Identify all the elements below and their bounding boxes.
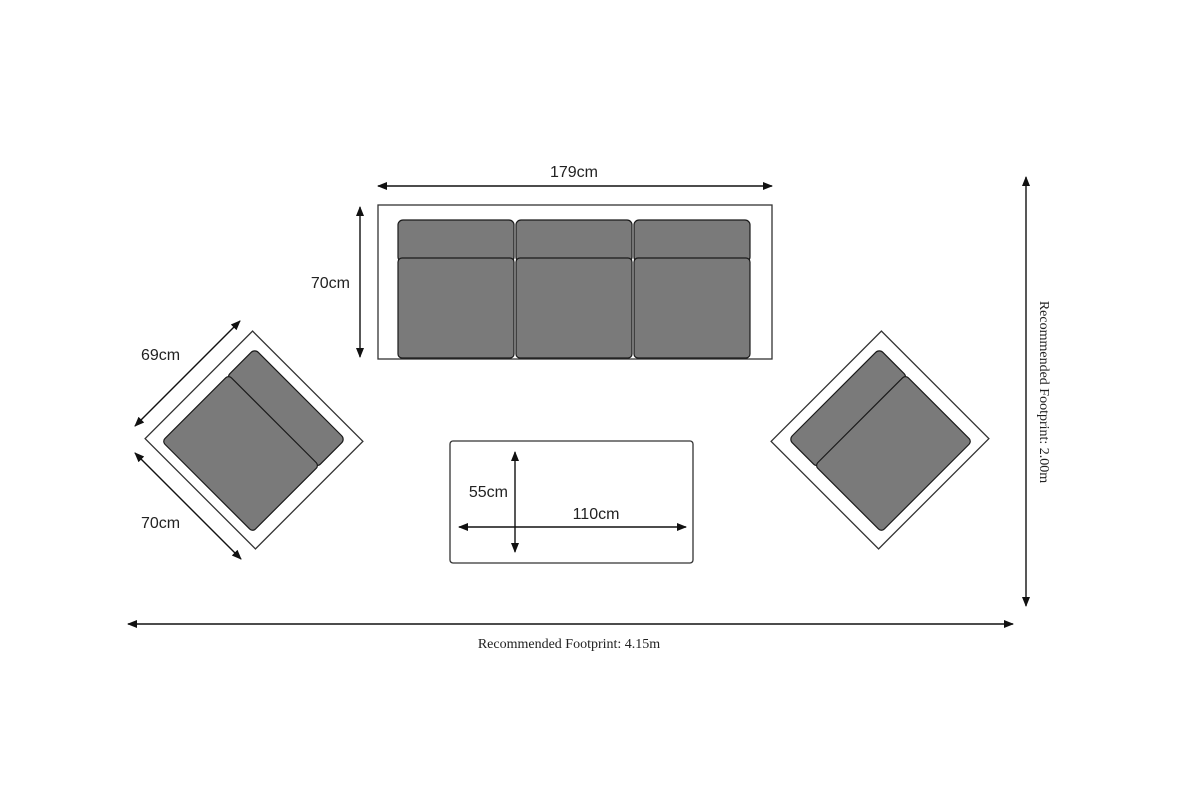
footprint-width-label: Recommended Footprint: 4.15m [478,637,660,652]
sofa-back-cushion-middle [515,219,633,263]
sofa-width-label: 179cm [550,164,598,181]
right-armchair [770,330,990,550]
armchair-depth-arrow [134,452,242,560]
armchair-width-label: 69cm [141,347,180,364]
sofa-seat-cushion-left [397,257,515,359]
coffee-table: 55cm 110cm [449,440,694,564]
sofa-back-cushion-left [397,219,515,263]
armchair-depth-label: 70cm [141,515,180,532]
table-depth-label: 55cm [469,484,508,501]
sofa-seat-cushion-middle [515,257,633,359]
sofa-back-cushion-right [633,219,751,263]
sofa-depth-label: 70cm [311,275,350,292]
three-seat-sofa [377,204,773,360]
sofa-seat-cushion-right [633,257,751,359]
coffee-table-top [449,440,694,564]
footprint-depth-label: Recommended Footprint: 2.00m [1036,301,1051,483]
table-width-label: 110cm [573,506,620,523]
armchair-width-arrow [134,320,241,427]
right-armchair-seat-cushion [816,376,971,531]
